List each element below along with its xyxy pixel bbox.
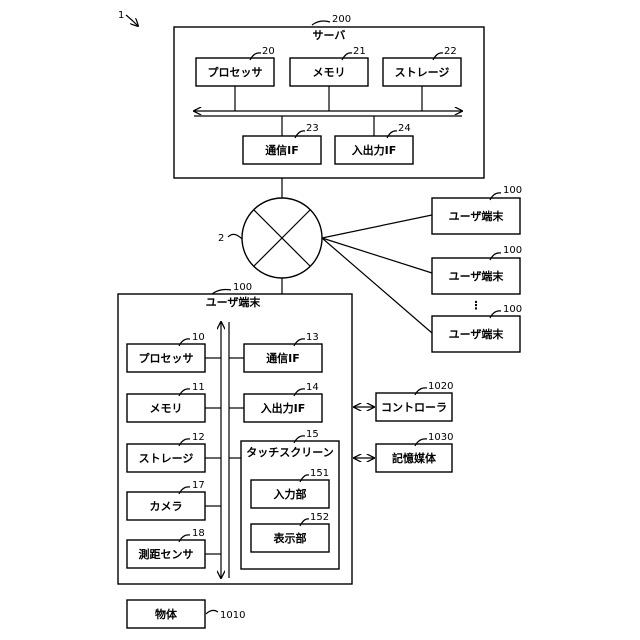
- user-terminal-ref-3: 100: [503, 304, 522, 315]
- server-comm-if-ref: 23: [306, 123, 319, 134]
- terminal-camera-ref: 17: [192, 480, 205, 491]
- network-ref: 2: [218, 233, 224, 244]
- terminal-memory-label: メモリ: [150, 402, 183, 415]
- touchscreen-ref: 15: [306, 429, 319, 440]
- server-io-if-ref: 24: [398, 123, 411, 134]
- user-terminal-ref-1: 100: [503, 185, 522, 196]
- user-terminal-label-3: ユーザ端末: [449, 327, 505, 341]
- network-terminal-1-link: [322, 215, 432, 238]
- terminal-storage-ref: 12: [192, 432, 205, 443]
- terminal-io-if-label: 入出力IF: [261, 401, 306, 415]
- terminal-ranging-sensor-ref: 18: [192, 528, 205, 539]
- input-unit-label: 入力部: [274, 487, 307, 501]
- user-terminal-label-1: ユーザ端末: [449, 209, 505, 223]
- server-memory-ref: 21: [353, 46, 366, 57]
- terminal-storage-label: ストレージ: [139, 452, 194, 465]
- server-processor-label: プロセッサ: [208, 65, 263, 79]
- object-ref: 1010: [220, 610, 245, 621]
- user-terminal-ref-2: 100: [503, 245, 522, 256]
- figure-leader: [126, 15, 138, 26]
- controller-label: コントローラ: [381, 401, 447, 414]
- display-unit-ref: 152: [310, 512, 329, 523]
- display-unit-label: 表示部: [273, 531, 307, 545]
- server-ref: 200: [332, 14, 351, 25]
- server-leader: [312, 21, 330, 25]
- object-leader: [206, 610, 218, 614]
- server-storage-ref: 22: [444, 46, 457, 57]
- user-terminal-label-2: ユーザ端末: [449, 269, 505, 283]
- terminal-ref: 100: [233, 282, 252, 293]
- network-terminal-2-link: [322, 238, 432, 273]
- terminal-comm-if-ref: 13: [306, 332, 319, 343]
- storage-medium-ref: 1030: [428, 432, 453, 443]
- server-comm-if-label: 通信IF: [265, 143, 299, 157]
- terminal-ranging-sensor-label: 測距センサ: [139, 547, 194, 561]
- server-title: サーバ: [313, 29, 346, 42]
- terminal-io-if-ref: 14: [306, 382, 319, 393]
- server-io-if-label: 入出力IF: [352, 143, 397, 157]
- terminal-comm-if-label: 通信IF: [266, 351, 300, 365]
- network-leader: [228, 234, 242, 239]
- terminal-processor-ref: 10: [192, 332, 205, 343]
- input-unit-ref: 151: [310, 468, 329, 479]
- terminal-processor-label: プロセッサ: [139, 351, 194, 365]
- touchscreen-label: タッチスクリーン: [246, 446, 333, 459]
- server-memory-label: メモリ: [313, 66, 346, 79]
- storage-medium-label: 記憶媒体: [392, 451, 437, 465]
- object-label: 物体: [155, 607, 178, 621]
- server-processor-ref: 20: [262, 46, 275, 57]
- ellipsis: ⋮: [471, 299, 482, 312]
- server-storage-label: ストレージ: [395, 66, 450, 79]
- terminal-camera-label: カメラ: [150, 500, 183, 513]
- terminal-memory-ref: 11: [192, 382, 205, 393]
- controller-ref: 1020: [428, 381, 453, 392]
- terminal-title: ユーザ端末: [206, 295, 262, 309]
- figure-number: 1: [118, 10, 124, 21]
